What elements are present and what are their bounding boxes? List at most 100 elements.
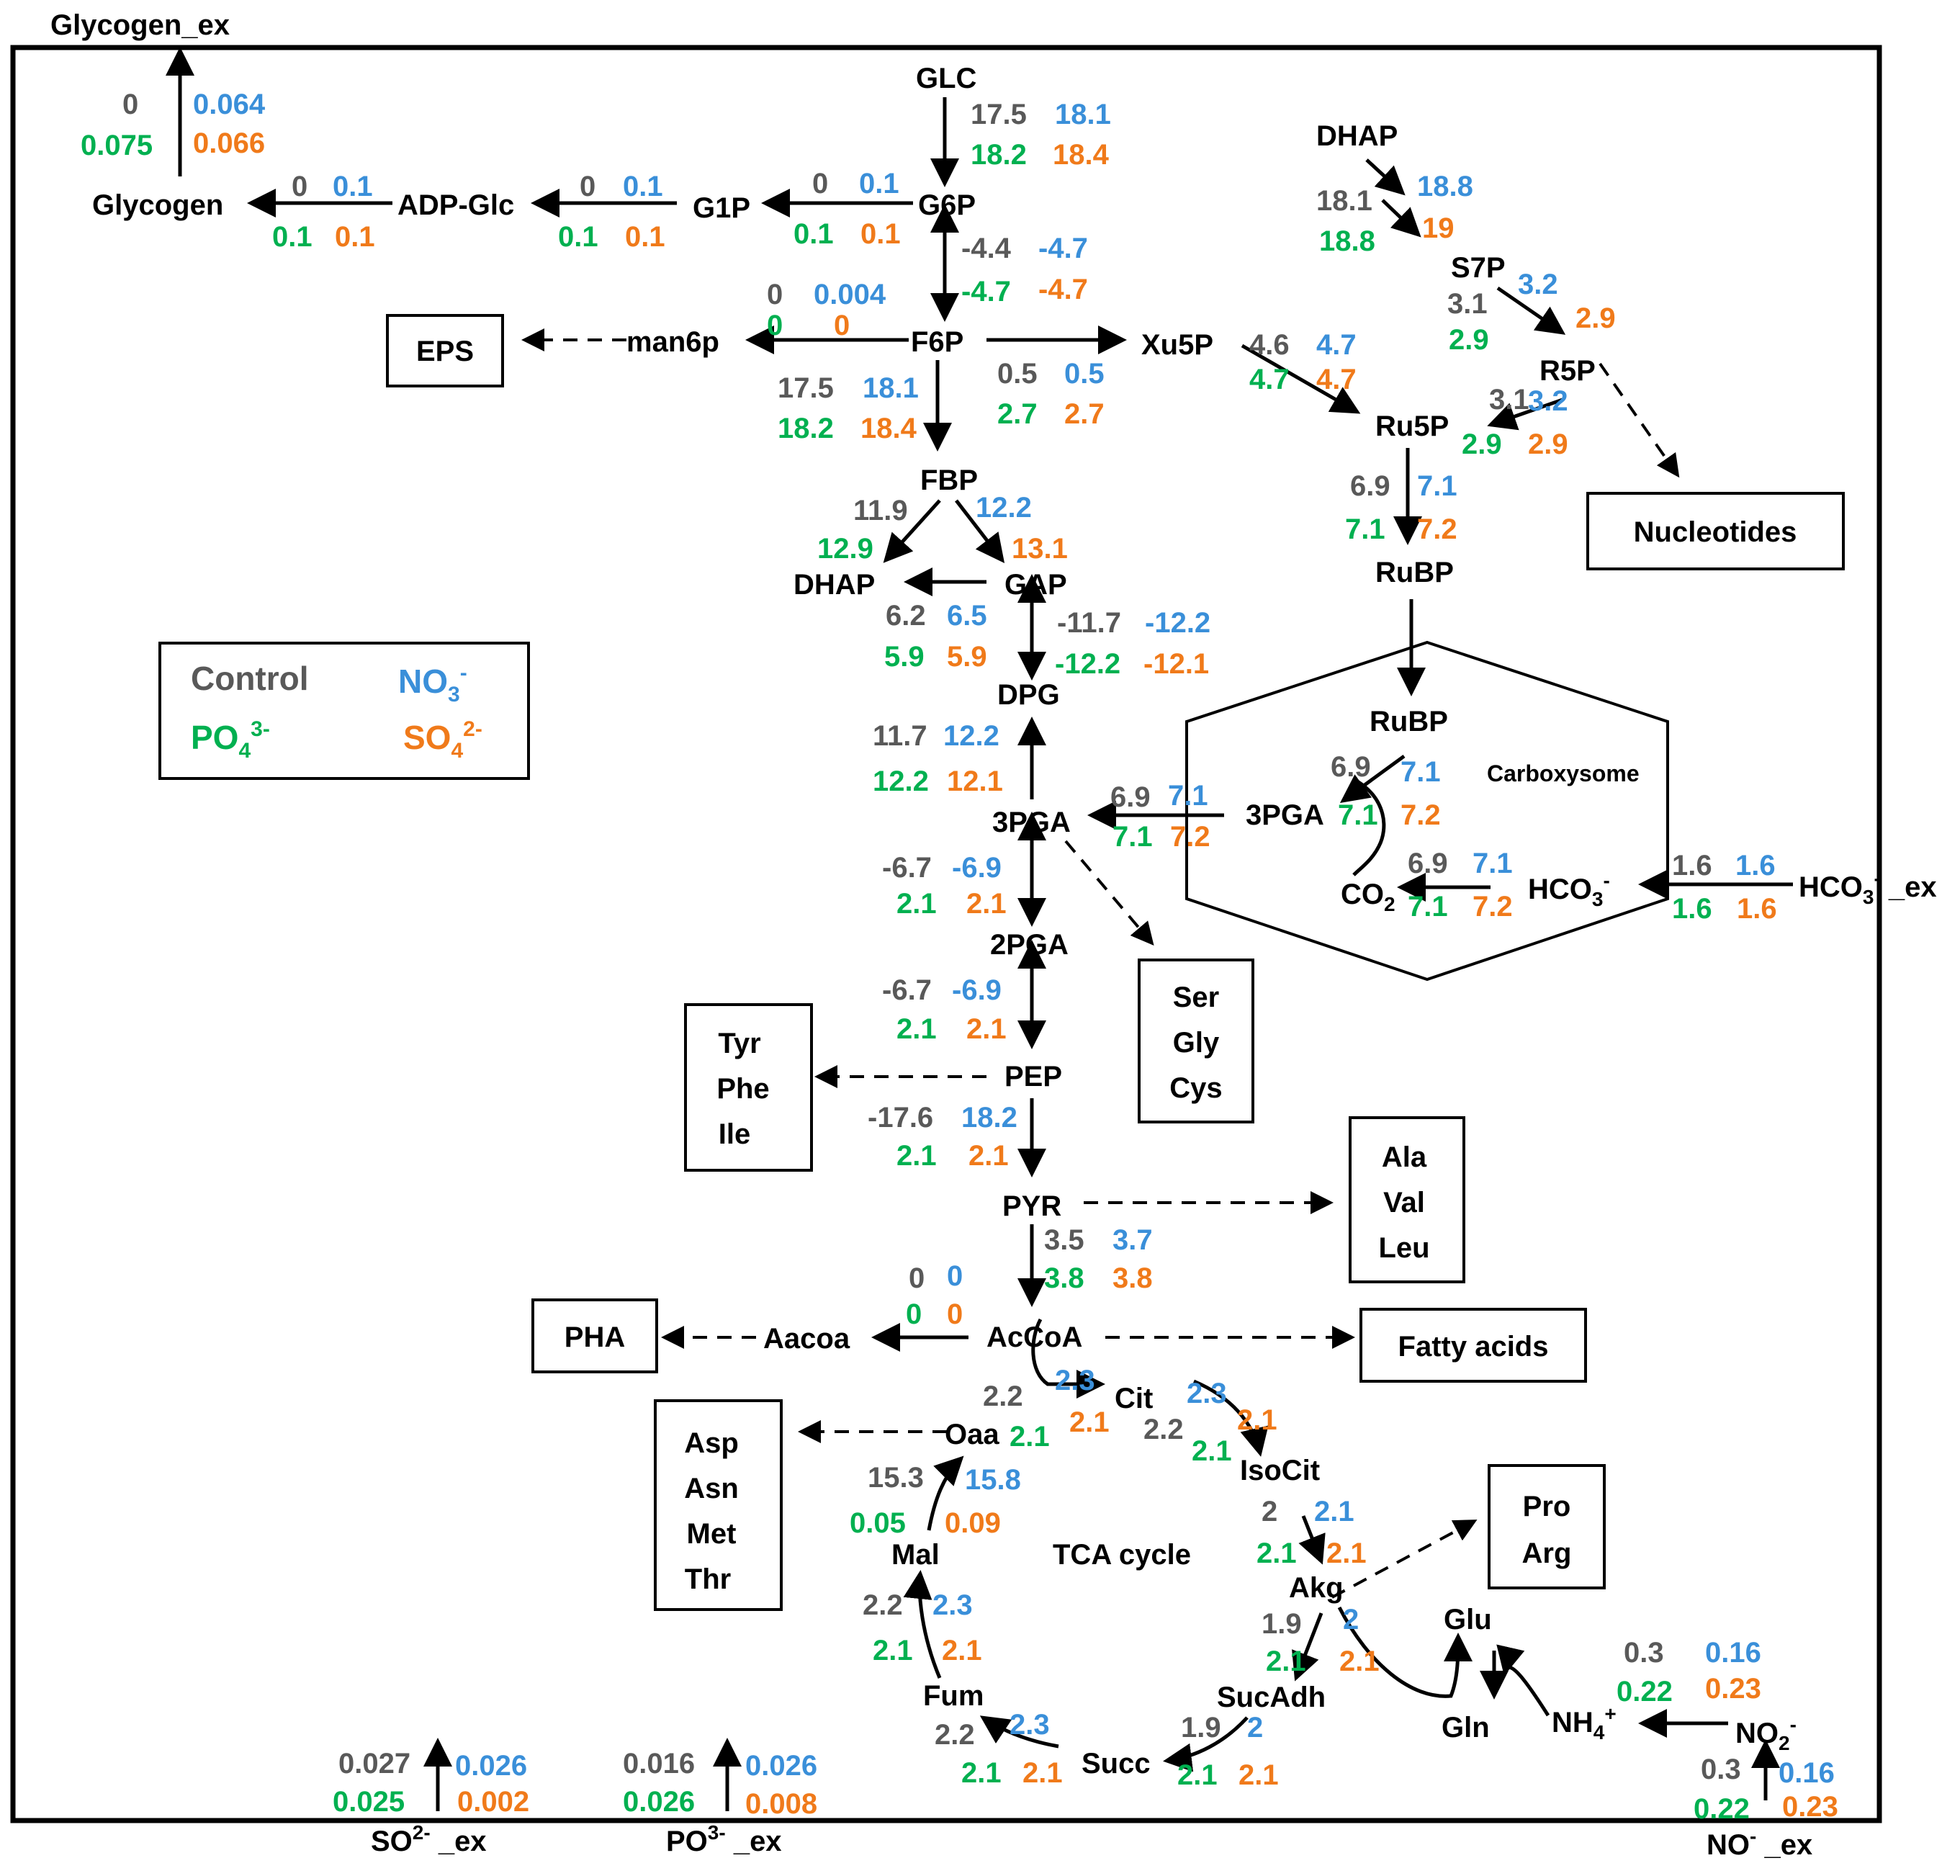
flux-fbp-split-po4: 12.9	[817, 533, 873, 565]
flux-f6p-man6p-po4: 0	[767, 310, 783, 341]
flux-gap-dpg-control: -11.7	[1057, 607, 1121, 639]
flux-f6p-man6p-so4: 0	[834, 310, 850, 341]
flux-3pgac-3pga-no3: 7.1	[1168, 780, 1208, 812]
met-glc: GLC	[916, 63, 976, 94]
flux-f6p-fbp-so4: 18.4	[860, 413, 917, 444]
flux-3pga-2pga-po4: 2.1	[896, 888, 937, 920]
met-sucadh: SucAdh	[1217, 1682, 1326, 1713]
flux-po4-ex-no3: 0.026	[745, 1750, 817, 1782]
flux-f6p-man6p-no3: 0.004	[814, 279, 886, 310]
flux-pyr-accoa-po4: 3.8	[1044, 1262, 1084, 1294]
flux-mal-oaa-control: 15.3	[868, 1462, 924, 1494]
flux-mal-oaa-po4: 0.05	[850, 1507, 906, 1539]
met-cit: Cit	[1115, 1383, 1153, 1414]
met-man6p: man6p	[626, 326, 719, 358]
flux-ru5p-rubp-control: 6.9	[1350, 470, 1390, 502]
box-pha-label: PHA	[565, 1321, 625, 1353]
flux-no3ex-no2-no3: 0.16	[1779, 1757, 1835, 1789]
flux-r5p-ru5p-control: 3.1	[1489, 384, 1529, 416]
met-nh4: NH4+	[1552, 1702, 1617, 1743]
flux-accoa-aacoa-no3: 0	[947, 1260, 963, 1292]
flux-3pgac-3pga-so4: 7.2	[1170, 821, 1210, 853]
flux-ru5p-rubp-no3: 7.1	[1417, 470, 1457, 502]
flux-glc-g6p-so4: 18.4	[1053, 139, 1110, 171]
flux-akg-sucadh-no3: 2	[1343, 1604, 1359, 1635]
met-g6p: G6P	[918, 189, 976, 221]
met-isocit: IsoCit	[1240, 1455, 1320, 1486]
flux-g6p-g1p-so4: 0.1	[860, 218, 901, 250]
flux-no2-nh4-control: 0.3	[1624, 1637, 1664, 1669]
met-g1p: G1P	[693, 192, 750, 224]
flux-g6p-f6p-control: -4.4	[961, 233, 1012, 264]
flux-fum-mal-so4: 2.1	[942, 1635, 982, 1666]
met-accoa: AcCoA	[986, 1321, 1082, 1353]
flux-gap-dhap-po4: 5.9	[884, 641, 925, 673]
met-dpg: DPG	[997, 679, 1060, 711]
flux-akg-sucadh-po4: 2.1	[1266, 1646, 1306, 1677]
flux-g1p-adpglc-po4: 0.1	[558, 221, 598, 253]
box-pro-arg	[1488, 1464, 1606, 1589]
flux-accoa-cit-control: 2.2	[983, 1381, 1023, 1412]
flux-r5p-ru5p-so4: 2.9	[1528, 428, 1568, 460]
box-tyr-phe-ile	[684, 1003, 813, 1172]
flux-2pga-pep-po4: 2.1	[896, 1013, 937, 1045]
carboxysome-hexagon	[1185, 640, 1669, 982]
flux-hco3ex-hco3-control: 1.6	[1672, 850, 1712, 881]
flux-pyr-accoa-so4: 3.8	[1112, 1262, 1153, 1294]
flux-isocit-akg-so4: 2.1	[1326, 1538, 1367, 1569]
flux-po4-ex-po4: 0.026	[623, 1786, 695, 1818]
flux-g1p-adpglc-no3: 0.1	[623, 171, 663, 202]
met-rubp-carboxysome: RuBP	[1370, 706, 1448, 737]
flux-adpglc-glycogen-no3: 0.1	[333, 171, 373, 202]
flux-glc-g6p-no3: 18.1	[1055, 99, 1111, 130]
flux-f6p-fbp-po4: 18.2	[778, 413, 834, 444]
met-3pga-carboxysome: 3PGA	[1246, 799, 1324, 831]
flux-adpglc-glycogen-po4: 0.1	[272, 221, 313, 253]
met-po4-ex: PO3- _ex	[666, 1821, 782, 1857]
box-val-label: Val	[1383, 1187, 1425, 1218]
met-xu5p: Xu5P	[1141, 329, 1213, 361]
flux-pep-pyr-no3: 18.2	[961, 1102, 1017, 1134]
flux-f6p-xu5p-control: 0.5	[997, 358, 1038, 390]
flux-3pga-dpg-no3: 12.2	[943, 720, 999, 752]
met-glu: Glu	[1444, 1604, 1492, 1635]
met-f6p: F6P	[911, 326, 963, 358]
flux-rubp-3pga-control: 6.9	[1331, 751, 1371, 783]
flux-g1p-adpglc-control: 0	[580, 171, 595, 202]
box-thr-label: Thr	[685, 1563, 731, 1595]
flux-akg-sucadh-so4: 2.1	[1339, 1646, 1380, 1677]
box-nucleotides	[1586, 492, 1845, 570]
flux-ru5p-rubp-so4: 7.2	[1417, 513, 1457, 545]
met-akg: Akg	[1289, 1572, 1344, 1604]
flux-accoa-aacoa-po4: 0	[906, 1298, 922, 1330]
flux-po4-ex-so4: 0.008	[745, 1788, 817, 1820]
met-ru5p: Ru5P	[1375, 410, 1449, 442]
flux-rubp-3pga-po4: 7.1	[1338, 799, 1378, 831]
met-2pga: 2PGA	[990, 929, 1069, 961]
flux-3pga-2pga-control: -6.7	[882, 852, 932, 884]
met-succ: Succ	[1082, 1748, 1151, 1779]
flux-fbp-split-so4: 13.1	[1012, 533, 1068, 565]
box-asn-label: Asn	[684, 1473, 739, 1504]
box-fatty-acids	[1359, 1308, 1587, 1383]
flux-pep-pyr-po4: 2.1	[896, 1140, 937, 1172]
flux-sucadh-succ-po4: 2.1	[1177, 1759, 1218, 1791]
met-s7p: S7P	[1451, 252, 1506, 284]
flux-succ-fum-control: 2.2	[935, 1719, 975, 1751]
flux-glc-g6p-po4: 18.2	[971, 139, 1027, 171]
flux-adpglc-glycogen-so4: 0.1	[335, 221, 375, 253]
flux-fum-mal-po4: 2.1	[873, 1635, 913, 1666]
flux-akg-sucadh-control: 1.9	[1262, 1608, 1302, 1640]
flux-xu5p-ru5p-so4: 4.7	[1316, 364, 1357, 395]
flux-g6p-g1p-no3: 0.1	[859, 168, 899, 199]
flux-isocit-akg-po4: 2.1	[1257, 1538, 1297, 1569]
flux-no3ex-no2-po4: 0.22	[1694, 1793, 1750, 1825]
met-gap: GAP	[1004, 569, 1067, 601]
flux-gap-dhap-no3: 6.5	[947, 600, 987, 632]
flux-isocit-akg-control: 2	[1262, 1496, 1277, 1527]
flux-hco3-co2-control: 6.9	[1408, 848, 1448, 879]
flux-so4-ex-so4: 0.002	[457, 1786, 529, 1818]
flux-rubp-3pga-no3: 7.1	[1401, 756, 1441, 788]
box-pha	[531, 1298, 658, 1373]
